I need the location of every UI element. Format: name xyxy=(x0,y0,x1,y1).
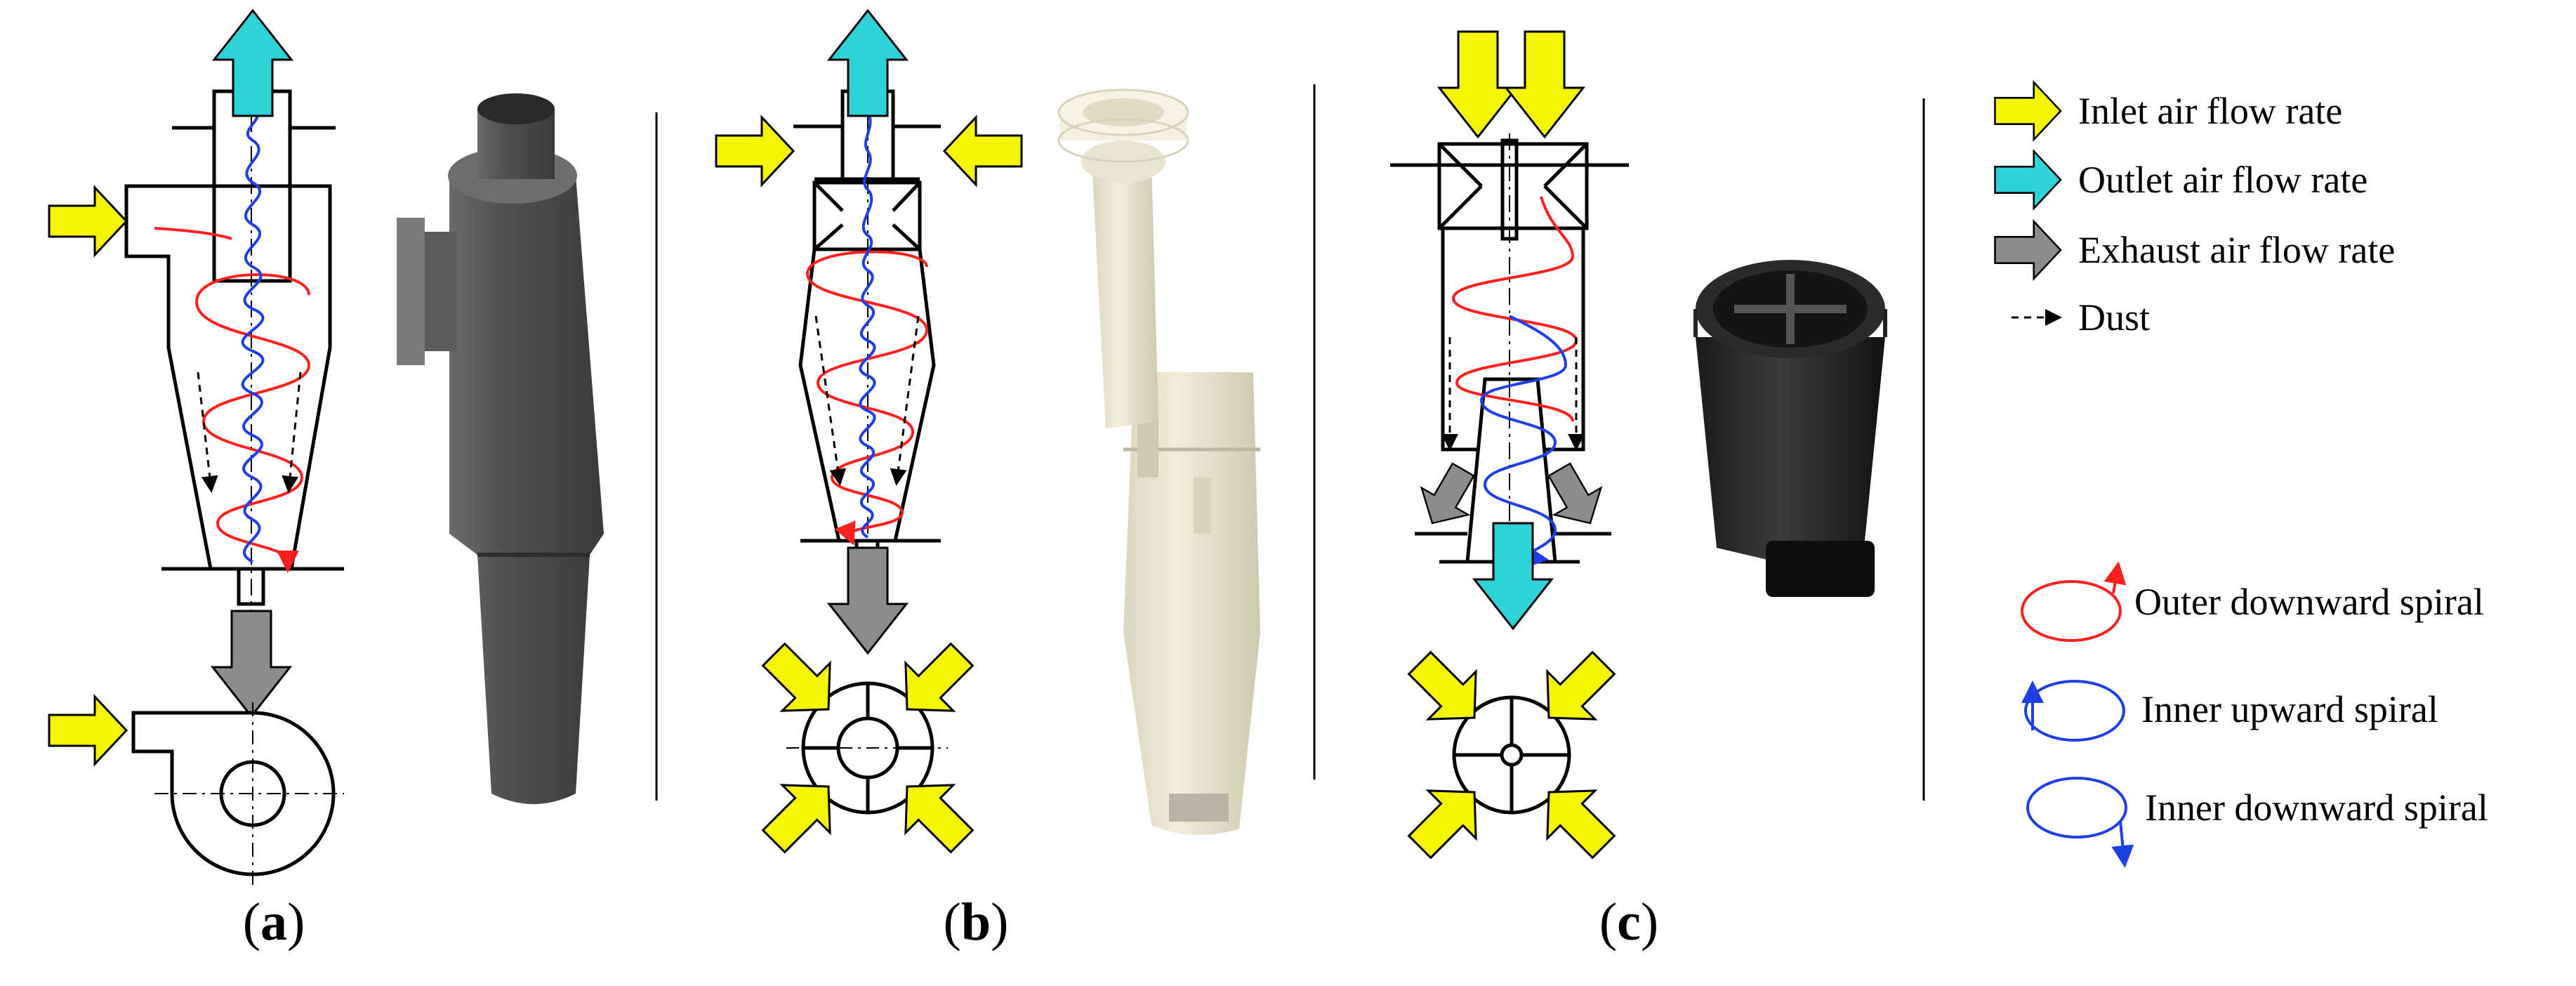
caption-b: b xyxy=(960,893,991,952)
panel-c-inlet-left-arrow xyxy=(1438,30,1518,138)
caption-c: c xyxy=(1617,893,1641,952)
legend-inlet-label: Inlet air flow rate xyxy=(2078,90,2342,132)
legend-outlet-label: Outlet air flow rate xyxy=(2078,159,2367,201)
panel-b-exhaust-arrow xyxy=(828,546,908,655)
legend-inner-up-spiral-sample xyxy=(2024,680,2125,742)
legend-exhaust-arrow xyxy=(1994,220,2062,280)
panel-b-schematic xyxy=(793,84,941,590)
legend-outer-spiral-sample xyxy=(2021,580,2122,642)
legend-dust-label: Dust xyxy=(2078,296,2150,338)
panel-b-outer-spiral xyxy=(805,250,929,546)
panel-c-outer-spiral xyxy=(1451,196,1578,422)
panel-b-dust xyxy=(814,315,920,486)
panel-c-render xyxy=(1693,260,1887,597)
legend-outlet-arrow xyxy=(1994,150,2062,210)
legend-inner-down-label: Inner downward spiral xyxy=(2145,787,2488,829)
panel-b-top-view xyxy=(786,681,948,815)
legend-inner-down-spiral-sample xyxy=(2026,777,2127,839)
panel-b-inlet-left-arrow xyxy=(715,116,795,186)
legend-inlet-arrow xyxy=(1994,81,2062,141)
legend-inner-up-label: Inner upward spiral xyxy=(2141,688,2438,730)
panel-c-inlet-right-arrow xyxy=(1505,30,1585,138)
legend-exhaust-label: Exhaust air flow rate xyxy=(2078,229,2395,271)
panel-c-dust xyxy=(1441,337,1585,451)
panel-dividers xyxy=(655,84,1925,801)
legend: Inlet air flow rate Outlet air flow rate… xyxy=(1994,81,2488,868)
panel-a-render xyxy=(397,93,604,804)
panel-a-top-inlet-arrow xyxy=(48,695,128,765)
panel-c-schematic xyxy=(1390,133,1629,583)
panel-a-top-view xyxy=(131,702,344,885)
panel-a-outer-spiral xyxy=(154,227,311,562)
panel-a-inner-spiral xyxy=(241,104,265,563)
panel-a-inlet-arrow xyxy=(48,186,128,256)
legend-outer-down-label: Outer downward spiral xyxy=(2134,581,2484,623)
panel-c-top-view xyxy=(1452,695,1571,815)
panel-b-render xyxy=(1057,88,1260,835)
panel-b-inner-spiral xyxy=(859,111,876,539)
panel-a-exhaust-arrow xyxy=(211,610,291,718)
caption-a: a xyxy=(260,893,287,952)
panel-b-inlet-right-arrow xyxy=(943,116,1023,186)
panel-c-inner-spiral xyxy=(1479,315,1568,568)
panel-a-dust xyxy=(197,372,302,493)
